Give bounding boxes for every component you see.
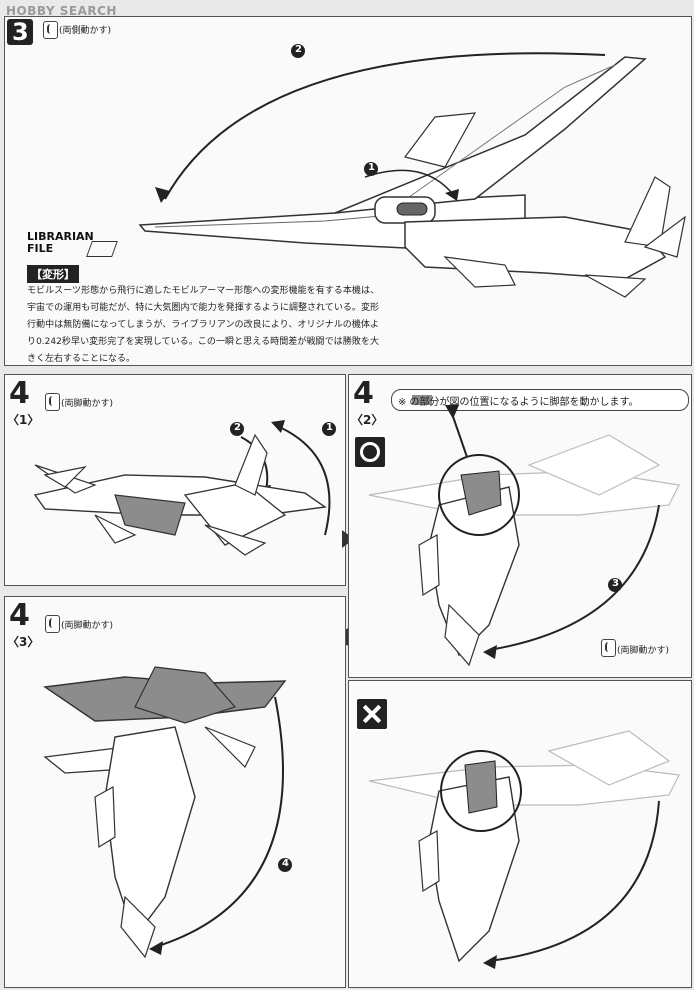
step-3-callout-1: 1 bbox=[368, 162, 375, 173]
leg-move-icon bbox=[45, 393, 60, 411]
step-4-3-callout-4: 4 bbox=[282, 858, 289, 869]
leg-move-icon bbox=[601, 639, 616, 657]
librarian-file-body: モビルスーツ形態から飛行に適したモビルアーマー形態への変形機能を有する本機は、宇… bbox=[27, 286, 379, 364]
librarian-file-box: LIBRARIAN FILE 【変形】 モビルスーツ形態から飛行に適したモビルア… bbox=[25, 230, 381, 364]
step-4-1-callout-1: 1 bbox=[326, 422, 333, 433]
librarian-file-title: LIBRARIAN FILE bbox=[27, 230, 94, 255]
step-3-legend: (両側動かす) bbox=[59, 26, 112, 36]
step-4-1-callout-2: 2 bbox=[234, 422, 241, 433]
step-4-2-callout-3: 3 bbox=[612, 578, 619, 589]
incorrect-example-panel bbox=[348, 680, 692, 988]
step-4-1-illustration bbox=[33, 420, 336, 556]
step-4-2-instruction: ※ の部分が図の位置になるように脚部を動かします。 bbox=[391, 389, 689, 411]
step-4-3-illustration bbox=[43, 666, 292, 959]
step-4-2-instruction-text: ※ の部分が図の位置になるように脚部を動かします。 bbox=[398, 397, 639, 408]
step-4-3-number: 4 bbox=[9, 598, 30, 633]
incorrect-cross-icon bbox=[357, 699, 387, 729]
step-4-3-legend: (両脚動かす) bbox=[61, 621, 114, 631]
step-4-1-number: 4 bbox=[9, 376, 30, 411]
step-4-1-sub: 〈1〉 bbox=[7, 413, 40, 427]
step-4-1-legend: (両脚動かす) bbox=[61, 399, 114, 409]
librarian-emblem-icon bbox=[86, 241, 118, 257]
correct-circle-icon bbox=[355, 437, 385, 467]
step-3-number: 3 bbox=[12, 18, 29, 46]
step-4-2-number: 4 bbox=[353, 376, 374, 411]
incorrect-illustration bbox=[368, 730, 680, 969]
step-3-illustration bbox=[138, 44, 686, 298]
step-4-3-sub: 〈3〉 bbox=[7, 635, 40, 649]
librarian-file-tag: 【変形】 bbox=[27, 265, 79, 283]
step-4-2-sub: 〈2〉 bbox=[351, 413, 384, 427]
gray-swatch bbox=[412, 395, 432, 405]
leg-move-icon bbox=[43, 21, 58, 39]
step-4-2-legend: (両脚動かす) bbox=[617, 646, 670, 656]
step-3-callout-2: 2 bbox=[295, 44, 302, 55]
step-4-2-illustration bbox=[368, 404, 680, 667]
step-4-3-panel: 4 〈3〉 (両脚動かす) 4 bbox=[4, 596, 346, 988]
step-4-1-panel: 4 〈1〉 (両脚動かす) 2 1 bbox=[4, 374, 346, 586]
watermark: HOBBY SEARCH bbox=[6, 4, 117, 18]
step-3-panel: 3 (両側動かす) 1 2 LIBRARIAN FILE 【変形】 モビル bbox=[4, 16, 692, 366]
step-4-2-panel: 4 〈2〉 ※ の部分が図の位置になるように脚部を動かします。 3 (両脚動かす… bbox=[348, 374, 692, 678]
step-3-number-badge: 3 bbox=[7, 18, 33, 46]
leg-move-icon bbox=[45, 615, 60, 633]
